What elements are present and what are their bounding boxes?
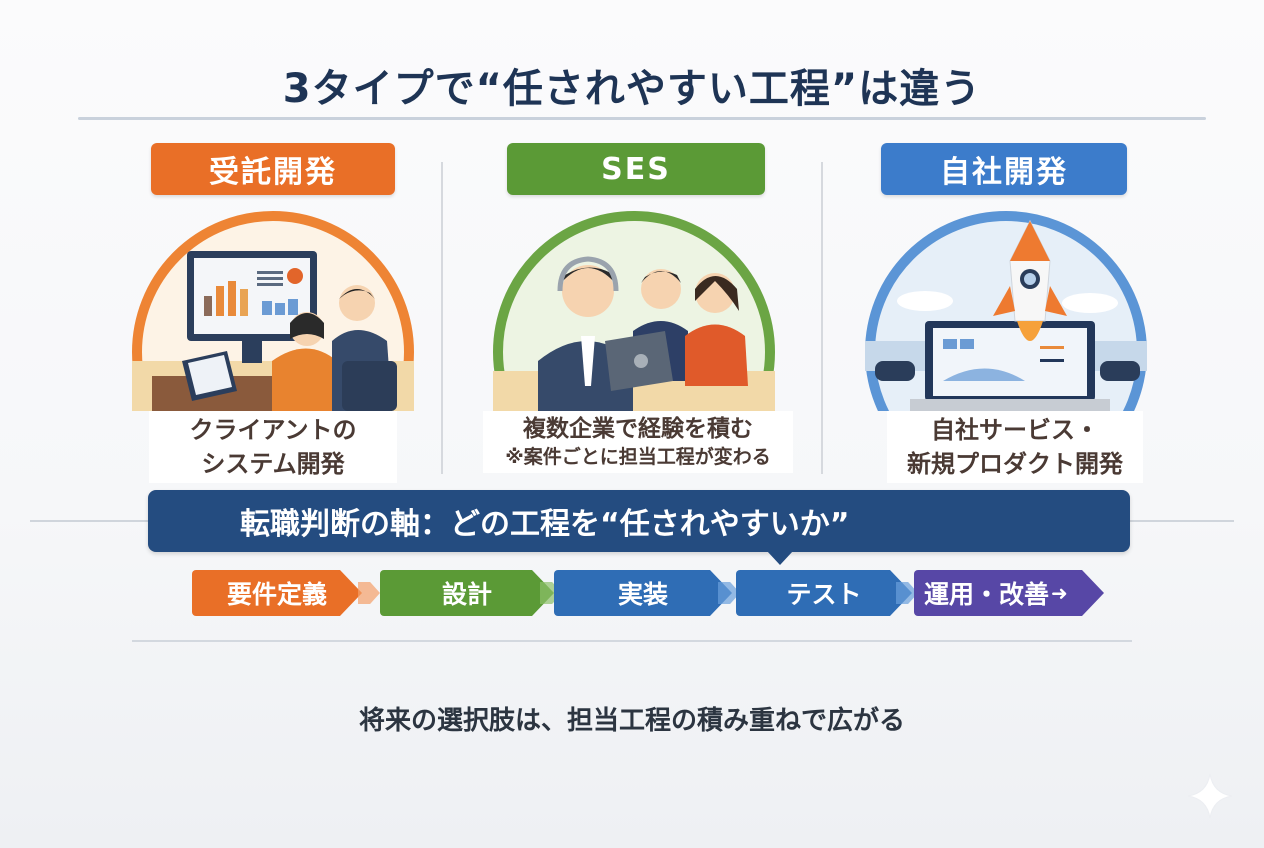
process-step-testing: テスト bbox=[736, 570, 912, 616]
sparkle-icon bbox=[1187, 773, 1233, 819]
column-divider bbox=[441, 162, 443, 474]
process-step-operations: 運用・改善➜ bbox=[914, 570, 1104, 616]
category-badge: 受託開発 bbox=[151, 143, 395, 195]
title-divider bbox=[78, 117, 1206, 120]
process-step-design: 設計 bbox=[380, 570, 554, 616]
column-in-house-development: 自社開発 自社サービス・ 新規プロダクト開発 bbox=[865, 143, 1165, 483]
decision-axis-banner: 転職判断の軸：どの工程を“任されやすいか” bbox=[148, 490, 1130, 565]
page-title: 3タイプで“任されやすい工程”は違う bbox=[282, 66, 982, 112]
process-step-implementation: 実装 bbox=[554, 570, 732, 616]
column-ses: SES 複数企業で経験を積む ※案件ごとに担当工程が変わる bbox=[483, 143, 793, 473]
arrow-right-icon bbox=[896, 582, 918, 604]
column-contract-development: 受託開発 bbox=[123, 143, 423, 483]
process-step-requirements: 要件定義 bbox=[192, 570, 362, 616]
rocket-laptop-icon bbox=[865, 219, 1147, 411]
arrow-right-icon: ➜ bbox=[1051, 581, 1068, 605]
category-badge: 自社開発 bbox=[881, 143, 1127, 195]
office-scene-icon bbox=[132, 251, 414, 411]
banner-pointer-icon bbox=[767, 551, 793, 565]
rocket-launch-illustration bbox=[865, 211, 1147, 411]
column-caption: クライアントの システム開発 bbox=[149, 411, 397, 483]
process-flow: 要件定義 設計 実装 テスト 運用・改善➜ bbox=[192, 570, 1112, 616]
arrow-right-icon bbox=[718, 582, 740, 604]
client-system-development-illustration bbox=[132, 211, 414, 411]
column-divider bbox=[821, 162, 823, 474]
team-scene-icon bbox=[493, 256, 775, 411]
bottom-divider bbox=[132, 640, 1132, 642]
column-caption: 複数企業で経験を積む ※案件ごとに担当工程が変わる bbox=[483, 411, 793, 473]
column-caption: 自社サービス・ 新規プロダクト開発 bbox=[887, 411, 1143, 483]
team-at-client-illustration bbox=[493, 211, 775, 411]
category-badge: SES bbox=[507, 143, 765, 195]
footer-message: 将来の選択肢は、担当工程の積み重ねで広がる bbox=[358, 706, 905, 736]
decision-axis-text: 転職判断の軸：どの工程を“任されやすいか” bbox=[240, 507, 850, 542]
arrow-right-icon bbox=[358, 582, 380, 604]
